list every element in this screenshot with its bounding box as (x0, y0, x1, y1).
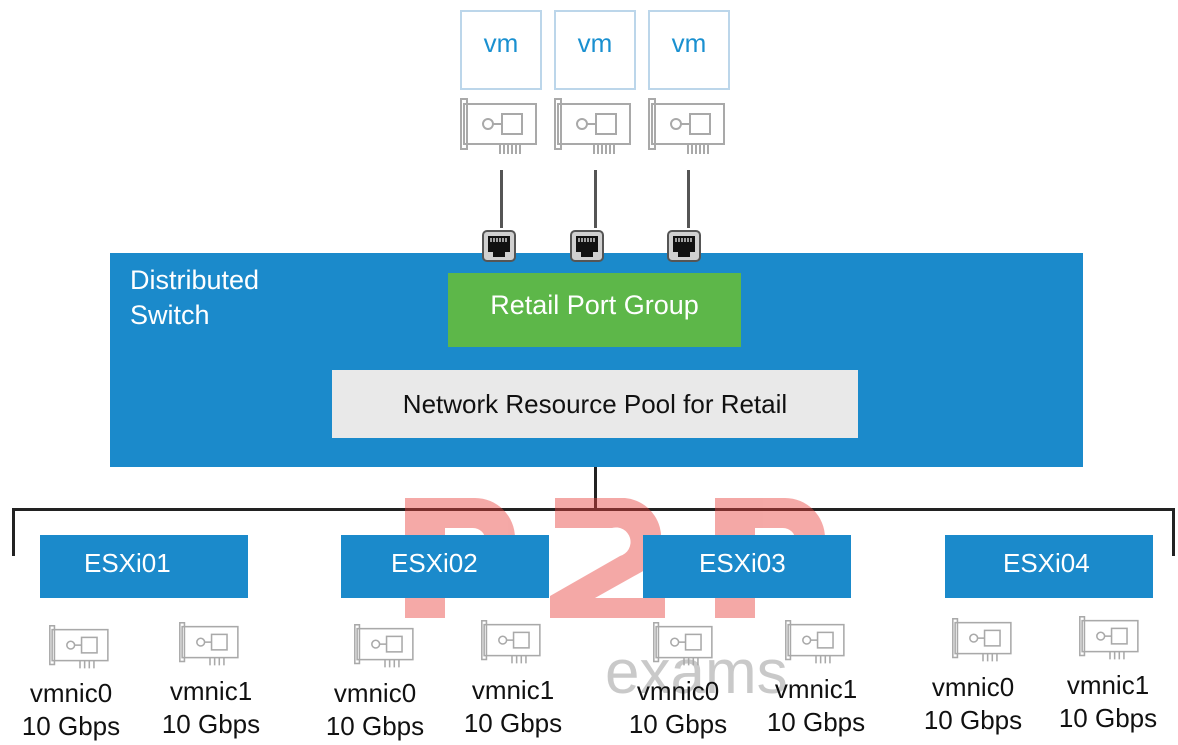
vm-connector-line (594, 170, 597, 228)
vm-box-1: vm (460, 10, 542, 90)
nic-name: vmnic1 (169, 676, 253, 706)
uplink-bus-line (12, 508, 1175, 511)
port-icon (667, 230, 701, 262)
nic-speed: 10 Gbps (766, 707, 866, 737)
nic-speed: 10 Gbps (923, 705, 1023, 735)
vm-connector-line (500, 170, 503, 228)
nic-name: vmnic0 (29, 678, 113, 708)
nic-name: vmnic0 (333, 678, 417, 708)
vm-label: vm (671, 28, 707, 58)
nic-name: vmnic0 (636, 676, 720, 706)
host-nic-icon (179, 622, 239, 666)
port-icon (570, 230, 604, 262)
vm-nic-icon (554, 98, 631, 154)
host-esxi02: ESXi02 (341, 535, 549, 598)
uplink-bus-left-end (12, 508, 15, 556)
nic-name: vmnic1 (1066, 670, 1150, 700)
host-nic-icon (481, 620, 541, 664)
vm-nic-icon (460, 98, 537, 154)
host-nic-icon (354, 624, 414, 668)
nic-name: vmnic0 (931, 672, 1015, 702)
host-esxi01: ESXi01 (40, 535, 248, 598)
network-resource-pool: Network Resource Pool for Retail (332, 370, 858, 438)
host-nic-icon (1079, 616, 1139, 660)
switch-title-line2: Switch (130, 300, 210, 330)
nic-name: vmnic1 (774, 674, 858, 704)
nic-name: vmnic1 (471, 675, 555, 705)
uplink-trunk-line (594, 467, 597, 510)
vm-label: vm (483, 28, 519, 58)
vm-connector-line (687, 170, 690, 228)
nic-speed: 10 Gbps (1058, 703, 1158, 733)
switch-title: Distributed Switch (130, 263, 330, 333)
host-nic-icon (653, 622, 713, 666)
vm-box-3: vm (648, 10, 730, 90)
vm-box-2: vm (554, 10, 636, 90)
nic-speed: 10 Gbps (325, 711, 425, 741)
nic-speed: 10 Gbps (21, 711, 121, 741)
uplink-bus-right-end (1172, 508, 1175, 556)
host-nic-icon (785, 620, 845, 664)
nic-speed: 10 Gbps (161, 709, 261, 739)
host-esxi04: ESXi04 (945, 535, 1153, 598)
vm-nic-icon (648, 98, 725, 154)
host-nic-icon (952, 618, 1012, 662)
switch-title-line1: Distributed (130, 265, 260, 295)
retail-port-group: Retail Port Group (448, 273, 741, 347)
host-esxi03: ESXi03 (643, 535, 851, 598)
nic-speed: 10 Gbps (463, 708, 563, 738)
port-icon (482, 230, 516, 262)
vm-label: vm (577, 28, 613, 58)
host-nic-icon (49, 625, 109, 669)
nic-speed: 10 Gbps (628, 709, 728, 739)
